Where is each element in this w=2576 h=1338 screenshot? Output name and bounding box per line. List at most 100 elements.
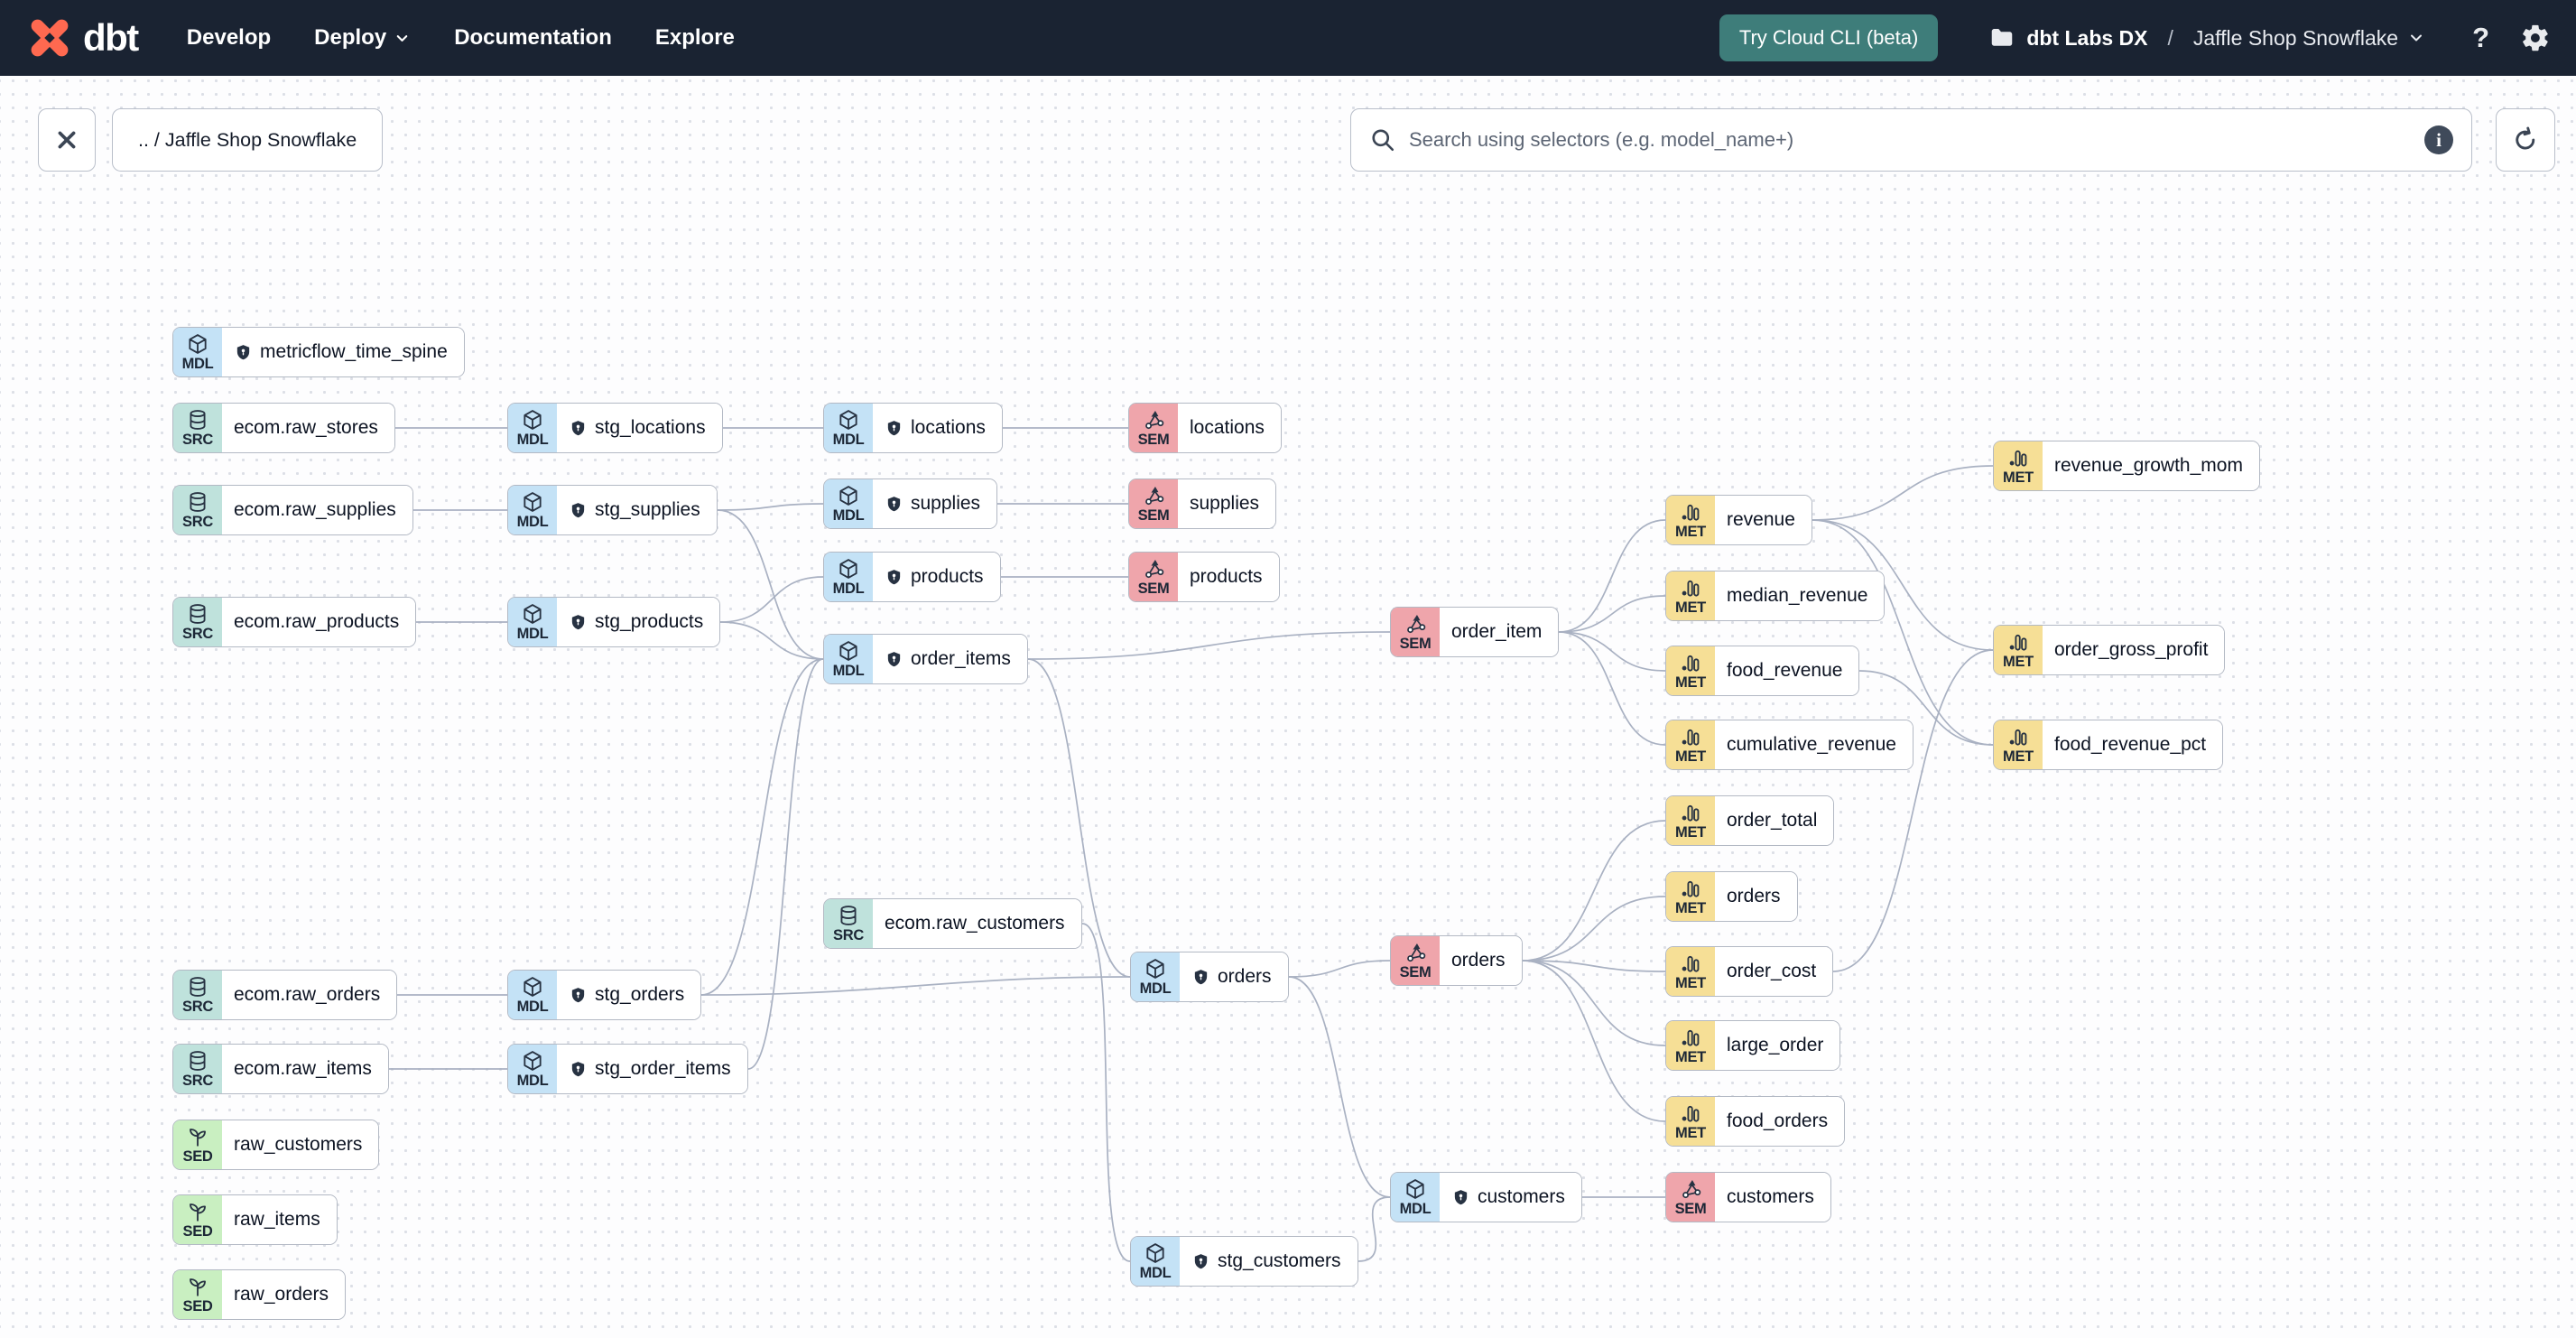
info-icon[interactable]: i [2424, 125, 2453, 154]
edge-stg_products-to-products_mdl [719, 576, 824, 623]
nav-link-develop[interactable]: Develop [187, 25, 271, 51]
node-body: stg_products [557, 598, 720, 646]
node-type-label: SRC [182, 1073, 213, 1090]
node-type-label: MDL [516, 432, 549, 449]
node-body: order_gross_profit [2043, 626, 2225, 674]
node-type-badge: SED [173, 1195, 222, 1244]
graph-node-raw_orders_seed[interactable]: SED raw_orders [172, 1269, 347, 1320]
node-type-badge: SRC [173, 971, 222, 1019]
node-body: cumulative_revenue [1715, 720, 1913, 769]
edge-order_item_sem-to-cumulative_revenue [1558, 631, 1666, 746]
contract-shield-icon [1191, 968, 1210, 987]
graph-node-cumulative_revenue[interactable]: MET cumulative_revenue [1665, 720, 1913, 770]
node-label: raw_orders [234, 1284, 329, 1305]
nav-link-explore[interactable]: Explore [655, 25, 735, 51]
node-body: ecom.raw_products [222, 598, 416, 646]
edge-revenue-to-food_revenue_pct [1812, 519, 1994, 746]
node-type-label: MDL [832, 581, 865, 598]
help-button[interactable]: ? [2472, 22, 2489, 53]
edge-ecom.raw_customers-to-stg_customers [1081, 923, 1131, 1262]
node-label: stg_products [595, 611, 704, 632]
graph-node-ecom.raw_products[interactable]: SRC ecom.raw_products [172, 597, 417, 647]
node-body: ecom.raw_supplies [222, 486, 412, 534]
edge-revenue-to-order_gross_profit [1812, 519, 1994, 651]
node-type-badge: MET [1666, 796, 1715, 845]
node-type-badge: SED [173, 1270, 222, 1319]
selector-search[interactable]: i [1350, 108, 2472, 172]
node-type-badge: SRC [173, 598, 222, 646]
edge-orders_sem-to-food_orders [1522, 960, 1666, 1122]
node-type-badge: MDL [508, 404, 557, 452]
source-icon [186, 490, 209, 514]
node-type-badge: MDL [1391, 1173, 1440, 1222]
node-type-label: SED [182, 1223, 213, 1240]
metric-icon [1679, 952, 1702, 975]
edge-order_item_sem-to-revenue [1558, 519, 1666, 633]
edge-order_item_sem-to-food_revenue [1558, 631, 1666, 672]
try-cloud-cli-button[interactable]: Try Cloud CLI (beta) [1719, 14, 1939, 61]
dbt-logo[interactable]: dbt [25, 14, 139, 62]
model-icon [1144, 957, 1167, 980]
project-selector[interactable]: Jaffle Shop Snowflake [2193, 26, 2425, 51]
node-type-label: SRC [182, 626, 213, 643]
breadcrumb[interactable]: .. / Jaffle Shop Snowflake [112, 108, 384, 172]
account-name[interactable]: dbt Labs DX [2026, 25, 2148, 50]
node-type-label: MET [1675, 748, 1706, 766]
node-type-badge: MET [1666, 872, 1715, 921]
nav-link-deploy[interactable]: Deploy [314, 25, 411, 51]
nav-link-label: Explore [654, 25, 735, 50]
node-type-badge: SRC [173, 404, 222, 452]
edge-orders_mdl-to-customers_mdl [1288, 976, 1391, 1198]
node-body: orders [1440, 936, 1522, 985]
node-type-badge: SRC [824, 899, 873, 948]
edge-stg_customers-to-customers_mdl [1357, 1196, 1391, 1262]
node-type-label: MDL [832, 432, 865, 449]
settings-button[interactable] [2520, 23, 2551, 53]
node-type-badge: MDL [508, 486, 557, 534]
node-label: food_revenue [1727, 660, 1843, 681]
nav-link-documentation[interactable]: Documentation [454, 25, 612, 51]
refresh-button[interactable] [2496, 108, 2555, 172]
source-icon [186, 975, 209, 999]
search-input[interactable] [1409, 128, 2412, 152]
close-lineage-button[interactable] [38, 108, 96, 172]
